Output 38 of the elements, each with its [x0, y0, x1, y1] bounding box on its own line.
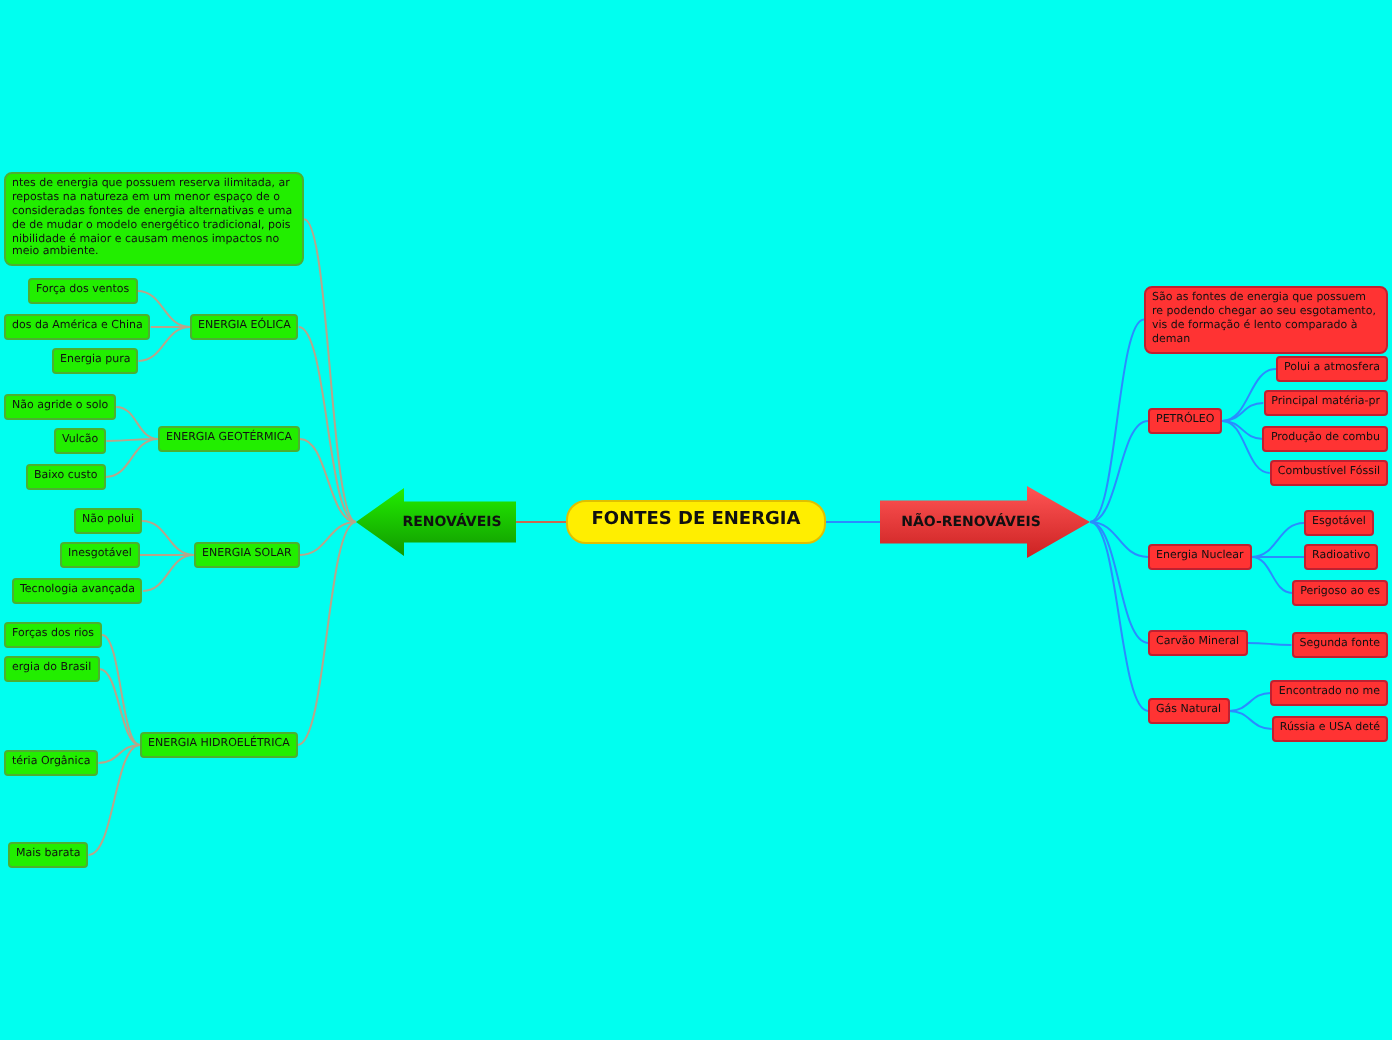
connector-line: [298, 521, 357, 556]
main-branch-topic: [356, 488, 516, 556]
connector-line: [1221, 419, 1264, 440]
connector-line: [97, 743, 141, 764]
connector-line: [141, 519, 195, 556]
connector-line: [104, 437, 159, 478]
connector-line: [1089, 521, 1149, 644]
connector-line: [825, 521, 881, 523]
connector-line: [298, 437, 357, 523]
connector-line: [100, 633, 141, 746]
connector-line: [1228, 709, 1273, 730]
connector-line: [296, 521, 357, 746]
connector-line: [87, 743, 141, 856]
connector-line: [138, 553, 195, 556]
connector-line: [297, 325, 357, 523]
connector-line: [115, 405, 159, 440]
connector-line: [141, 553, 195, 592]
connector-line: [1221, 401, 1265, 422]
connector-line: [1246, 641, 1293, 646]
central-topic: FONTES DE ENERGIA: [566, 500, 826, 544]
connector-line: [303, 218, 357, 523]
connector-line: [1089, 521, 1149, 712]
connector-line: [1089, 318, 1145, 523]
connector-line: [149, 325, 191, 328]
connector-line: [1250, 555, 1294, 594]
connector-line: [1250, 555, 1305, 558]
connector-line: [1089, 419, 1149, 523]
connector-line: [1221, 419, 1271, 474]
connector-line: [1250, 521, 1305, 558]
connector-line: [98, 667, 141, 746]
connector-line: [137, 325, 191, 362]
connector-line: [105, 437, 159, 442]
connector-line: [1228, 691, 1272, 712]
connector-line: [136, 289, 191, 328]
connector-line: [515, 521, 567, 523]
connector-line: [1221, 367, 1278, 422]
main-branch-topic: [880, 486, 1090, 558]
connector-line: [1089, 521, 1149, 558]
